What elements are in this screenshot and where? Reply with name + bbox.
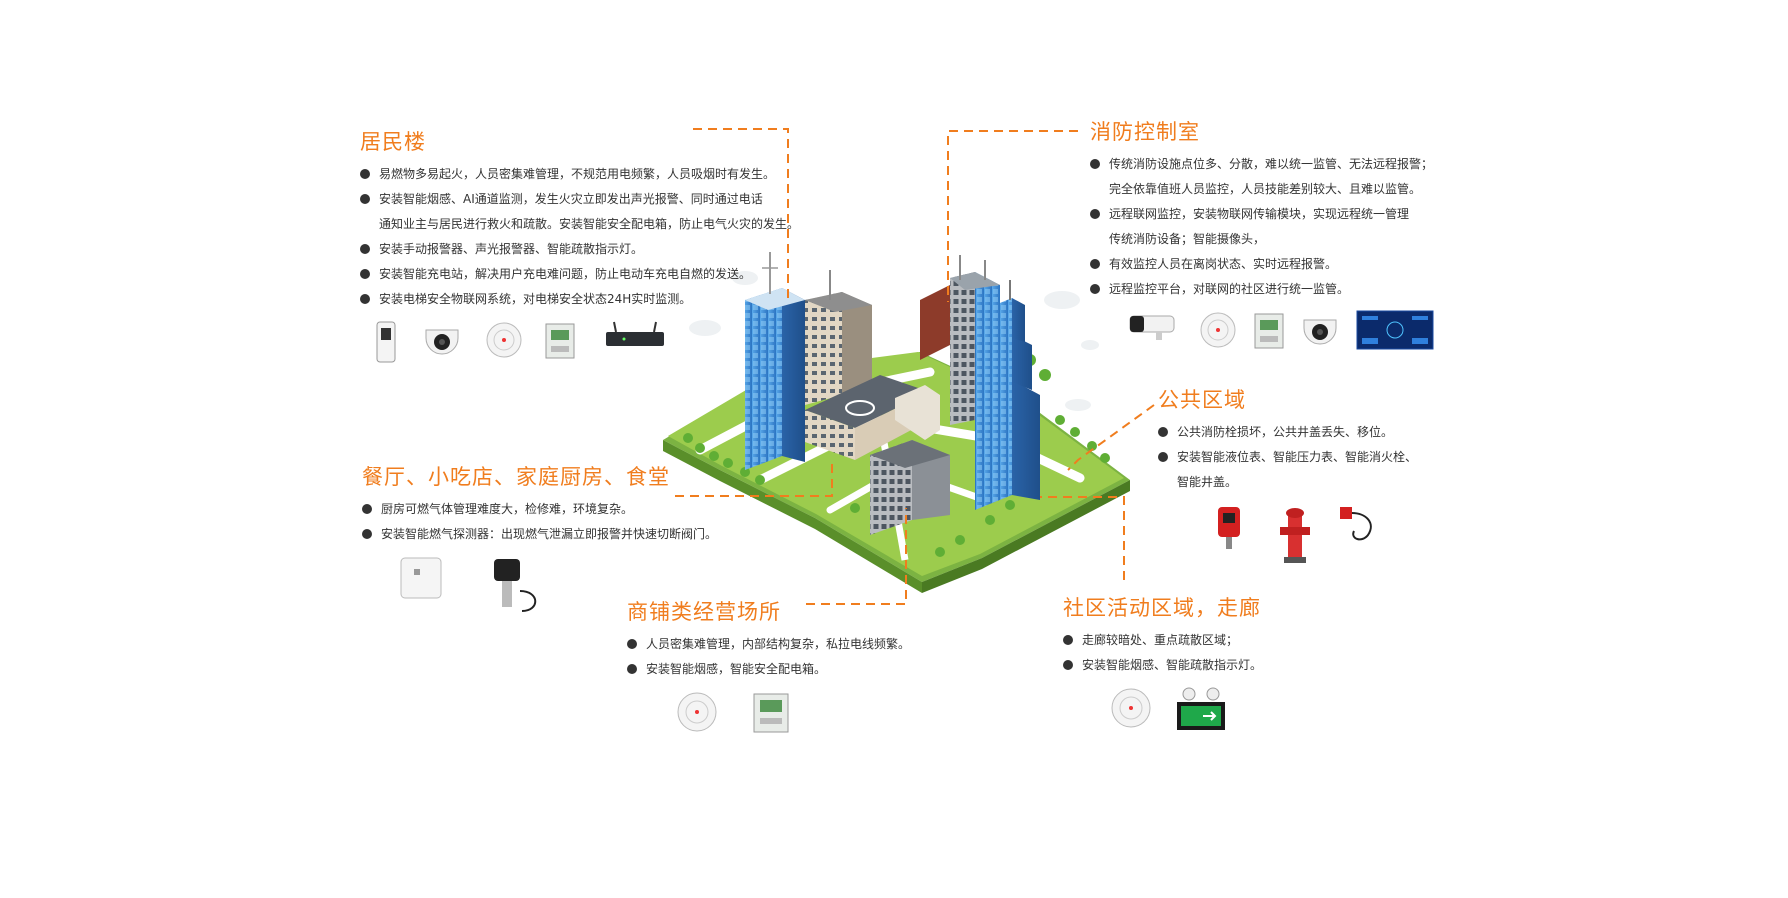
list-item: 安装电梯安全物联网系统，对电梯安全状态24H实时监测。 [360, 287, 799, 312]
connector-lines [675, 128, 1155, 605]
device-row [627, 690, 910, 738]
list-item: 传统消防设施点位多、分散，难以统一监管、无法远程报警； [1090, 152, 1433, 177]
pressure-sensor-icon [1340, 507, 1372, 541]
section-title: 消防控制室 [1090, 120, 1200, 144]
device-row [1158, 503, 1417, 569]
bullet-icon [1158, 452, 1168, 462]
device-row [362, 555, 717, 625]
bullet-icon [360, 194, 370, 204]
bullet-list: 人员密集难管理，内部结构复杂，私拉电线频繁。 安装智能烟感，智能安全配电箱。 [627, 632, 910, 682]
list-item: 公共消防栓损坏，公共井盖丢失、移位。 [1158, 420, 1417, 445]
list-item: 远程监控平台，对联网的社区进行统一监管。 [1090, 277, 1433, 302]
bullet-icon [1158, 427, 1168, 437]
list-item: 完全依靠值班人员监控，人员技能差别较大、且难以监管。 [1109, 182, 1422, 196]
bullet-list: 走廊较暗处、重点疏散区域； 安装智能烟感、智能疏散指示灯。 [1063, 628, 1262, 678]
list-item: 安装智能充电站，解决用户充电难问题，防止电动车充电自燃的发送。 [360, 262, 799, 287]
bullet-icon [360, 294, 370, 304]
power-box-icon [753, 693, 789, 733]
charging-station-icon [376, 321, 396, 363]
bullet-icon [1090, 209, 1100, 219]
bullet-icon [627, 639, 637, 649]
section-residential: 居民楼 易燃物多易起火，人员密集难管理，不规范用电频繁，人员吸烟时有发生。 安装… [360, 126, 799, 368]
bullet-icon [362, 529, 372, 539]
list-item: 安装智能烟感、智能疏散指示灯。 [1063, 653, 1262, 678]
list-item: 安装智能烟感，智能安全配电箱。 [627, 657, 910, 682]
section-restaurant: 餐厅、小吃店、家庭厨房、食堂 厨房可燃气体管理难度大，检修难，环境复杂。 安装智… [362, 461, 717, 625]
section-title: 公共区域 [1158, 388, 1246, 412]
gray-building [805, 270, 872, 405]
list-item: 传统消防设备；智能摄像头， [1109, 232, 1266, 246]
dome-camera-icon [1303, 319, 1337, 345]
iot-gateway-icon [606, 321, 664, 346]
list-item: 通知业主与居民进行救火和疏散。安装智能安全配电箱，防止电气火灾的发生。 [379, 217, 800, 231]
helipad-building [805, 375, 940, 460]
background-clouds [689, 271, 1099, 411]
list-item: 易燃物多易起火，人员密集难管理，不规范用电频繁，人员吸烟时有发生。 [360, 162, 799, 187]
bullet-list: 公共消防栓损坏，公共井盖丢失、移位。 安装智能液位表、智能压力表、智能消火栓、 … [1158, 420, 1417, 495]
section-title: 餐厅、小吃店、家庭厨房、食堂 [362, 465, 670, 489]
power-box-icon [1254, 313, 1284, 349]
bullet-camera-icon [1129, 315, 1175, 340]
list-item: 智能井盖。 [1177, 475, 1238, 489]
stepped-tower [975, 280, 1040, 510]
list-item: 安装智能燃气探测器：出现燃气泄漏立即报警并快速切断阀门。 [362, 522, 717, 547]
office-tower-right [920, 255, 1000, 425]
bullet-icon [1090, 159, 1100, 169]
list-item: 安装智能液位表、智能压力表、智能消火栓、 [1158, 445, 1417, 470]
bullet-icon [1090, 259, 1100, 269]
section-title: 居民楼 [360, 130, 426, 154]
smoke-detector-icon [1200, 312, 1236, 348]
bullet-icon [360, 269, 370, 279]
bullet-icon [360, 169, 370, 179]
device-row [360, 320, 799, 368]
bullet-list: 厨房可燃气体管理难度大，检修难，环境复杂。 安装智能燃气探测器：出现燃气泄漏立即… [362, 497, 717, 547]
bullet-icon [360, 244, 370, 254]
smoke-detector-icon [677, 692, 717, 732]
bullet-icon [1063, 660, 1073, 670]
exit-sign-icon [1177, 687, 1225, 730]
gas-detector-icon [400, 557, 442, 599]
list-item: 走廊较暗处、重点疏散区域； [1063, 628, 1262, 653]
device-row [1090, 310, 1434, 358]
section-shops: 商铺类经营场所 人员密集难管理，内部结构复杂，私拉电线频繁。 安装智能烟感，智能… [627, 596, 910, 738]
list-item: 远程联网监控，安装物联网传输模块，实现远程统一管理 [1090, 202, 1433, 227]
bullet-list: 易燃物多易起火，人员密集难管理，不规范用电频繁，人员吸烟时有发生。 安装智能烟感… [360, 162, 799, 312]
list-item: 安装智能烟感、AI通道监测，发生火灾立即发出声光报警、同时通过电话 [360, 187, 799, 212]
power-box-icon [545, 323, 575, 359]
bullet-list: 传统消防设施点位多、分散，难以统一监管、无法远程报警； 完全依靠值班人员监控，人… [1090, 152, 1433, 302]
bullet-icon [627, 664, 637, 674]
bullet-icon [362, 504, 372, 514]
valve-manipulator-icon [494, 559, 537, 612]
office-tower-left [745, 252, 805, 470]
section-control-room: 消防控制室 传统消防设施点位多、分散，难以统一监管、无法远程报警； 完全依靠值班… [1090, 116, 1434, 358]
list-item: 有效监控人员在离岗状态、实时远程报警。 [1090, 252, 1433, 277]
dome-camera-icon [425, 329, 459, 355]
device-row [1063, 686, 1262, 734]
list-item: 厨房可燃气体管理难度大，检修难，环境复杂。 [362, 497, 717, 522]
bullet-icon [1063, 635, 1073, 645]
fire-hydrant-icon [1280, 508, 1310, 563]
monitor-platform-icon [1356, 310, 1434, 350]
section-community: 社区活动区域，走廊 走廊较暗处、重点疏散区域； 安装智能烟感、智能疏散指示灯。 [1063, 592, 1262, 734]
smoke-detector-icon [1111, 688, 1151, 728]
section-title: 社区活动区域，走廊 [1063, 596, 1261, 620]
gray-front-building [870, 440, 950, 535]
list-item: 安装手动报警器、声光报警器、智能疏散指示灯。 [360, 237, 799, 262]
section-title: 商铺类经营场所 [627, 600, 781, 624]
section-public-area: 公共区域 公共消防栓损坏，公共井盖丢失、移位。 安装智能液位表、智能压力表、智能… [1158, 384, 1417, 569]
smoke-detector-icon [486, 322, 522, 358]
list-item: 人员密集难管理，内部结构复杂，私拉电线频繁。 [627, 632, 910, 657]
level-gauge-icon [1218, 507, 1240, 549]
bullet-icon [1090, 284, 1100, 294]
